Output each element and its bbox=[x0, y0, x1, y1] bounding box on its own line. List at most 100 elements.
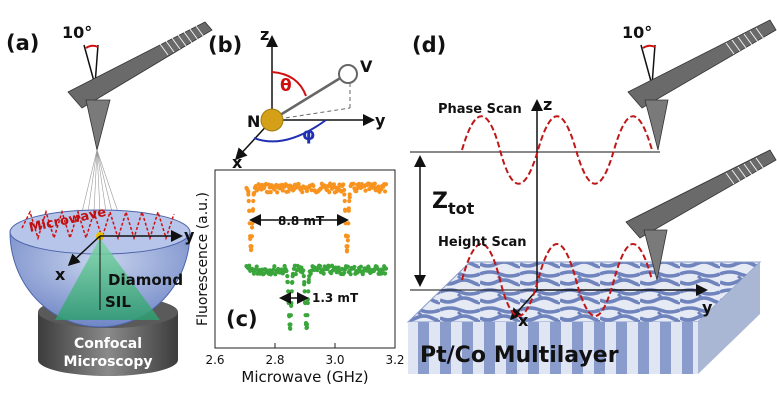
cantilever-upper-hatch bbox=[725, 27, 765, 55]
data-point bbox=[358, 264, 363, 269]
data-point bbox=[372, 181, 377, 186]
panel-d-angle: 10° bbox=[622, 23, 652, 42]
nitrogen-atom bbox=[260, 108, 284, 132]
data-point bbox=[363, 188, 368, 193]
vacancy-circle bbox=[338, 64, 358, 84]
data-point bbox=[375, 266, 380, 271]
data-point bbox=[272, 264, 277, 269]
dip-point bbox=[286, 289, 291, 294]
data-point bbox=[327, 190, 332, 195]
angle-arc bbox=[85, 44, 99, 49]
data-point bbox=[382, 189, 388, 194]
field-lines bbox=[81, 149, 119, 213]
data-point bbox=[376, 184, 381, 189]
n-label: N bbox=[247, 112, 260, 131]
x-axis-title: Microwave (GHz) bbox=[241, 368, 368, 386]
dip-point bbox=[346, 221, 351, 226]
dip-point bbox=[342, 192, 347, 197]
dip-point bbox=[307, 274, 312, 279]
dip-point bbox=[290, 280, 295, 285]
data-point bbox=[275, 190, 280, 195]
axis-y-label-a: y bbox=[184, 226, 195, 245]
dip-point bbox=[343, 208, 348, 213]
plot-frame bbox=[214, 169, 396, 349]
dip-point bbox=[248, 247, 254, 253]
data-point bbox=[345, 264, 350, 269]
data-point bbox=[331, 182, 337, 187]
data-point bbox=[382, 271, 388, 276]
axis-z-label-b: z bbox=[260, 25, 269, 44]
height-scan-wave bbox=[461, 243, 653, 317]
dip-point bbox=[247, 208, 252, 213]
dip-point bbox=[345, 244, 350, 249]
data-point bbox=[301, 268, 306, 273]
panel-b-label: (b) bbox=[208, 33, 242, 57]
dip-point bbox=[289, 289, 294, 294]
dip-point bbox=[347, 192, 352, 197]
angle-arc-d bbox=[642, 44, 656, 49]
axis-x-line bbox=[67, 235, 101, 267]
span-label-green: 1.3 mT bbox=[312, 291, 359, 305]
sil-label: SIL bbox=[105, 293, 131, 311]
sample-front bbox=[408, 322, 698, 374]
cantilever-lower-hatch bbox=[725, 157, 765, 185]
dip-point bbox=[344, 247, 350, 253]
data-point bbox=[360, 272, 365, 277]
x-tick-label: 3.0 bbox=[325, 353, 344, 367]
excitation-cone bbox=[55, 238, 160, 320]
cantilever-lower bbox=[625, 149, 777, 239]
cantilever-upper bbox=[627, 19, 777, 109]
z-tot-label: Ztot bbox=[432, 189, 475, 218]
height-scan-label: Height Scan bbox=[438, 235, 527, 250]
dip-point bbox=[304, 322, 310, 327]
axis-y-label-b: y bbox=[375, 111, 386, 130]
data-point bbox=[304, 188, 310, 194]
dip-point bbox=[302, 280, 307, 285]
dip-point bbox=[287, 325, 293, 331]
afm-tip bbox=[85, 99, 111, 151]
data-point bbox=[317, 263, 323, 269]
data-point bbox=[342, 270, 347, 275]
theta-arc bbox=[271, 71, 307, 97]
data-point bbox=[345, 238, 350, 243]
dip-point bbox=[305, 300, 310, 306]
data-point bbox=[383, 266, 389, 271]
data-point bbox=[300, 189, 305, 195]
dip-point bbox=[306, 289, 311, 294]
y-axis-title: Fluorescence (a.u.) bbox=[195, 192, 211, 326]
panel-d-label: (d) bbox=[412, 33, 446, 57]
dip-point bbox=[246, 198, 251, 204]
z-tot-sub: tot bbox=[448, 199, 475, 218]
panel-a: (a) 10° bbox=[6, 21, 213, 376]
data-point bbox=[336, 265, 341, 270]
dip-point bbox=[249, 234, 254, 239]
data-point bbox=[354, 188, 359, 194]
afm-tip-lower bbox=[643, 229, 668, 281]
dip-point bbox=[302, 289, 307, 294]
dip-point bbox=[304, 325, 309, 331]
dip-point bbox=[345, 234, 350, 239]
diamond-label: Diamond bbox=[108, 271, 183, 289]
phase-scan-wave bbox=[461, 115, 653, 185]
data-point bbox=[254, 264, 259, 269]
data-point bbox=[280, 188, 285, 193]
dip-point bbox=[285, 280, 290, 285]
panel-a-angle: 10° bbox=[62, 23, 92, 42]
data-point bbox=[272, 187, 277, 192]
x-tick-label: 2.6 bbox=[205, 353, 224, 367]
dip-point bbox=[246, 192, 251, 197]
data-point bbox=[247, 263, 252, 268]
phi-arc bbox=[253, 119, 327, 143]
data-point bbox=[251, 271, 257, 276]
dip-point bbox=[347, 198, 352, 204]
cantilever-hatch bbox=[159, 25, 205, 56]
data-point bbox=[348, 272, 353, 277]
projection-line bbox=[271, 107, 351, 121]
dip-point bbox=[305, 313, 310, 318]
afm-tip-upper bbox=[644, 99, 669, 151]
dip-point bbox=[342, 198, 347, 204]
confocal-label-2: Microscopy bbox=[64, 354, 153, 370]
panel-a-label: (a) bbox=[6, 31, 39, 55]
